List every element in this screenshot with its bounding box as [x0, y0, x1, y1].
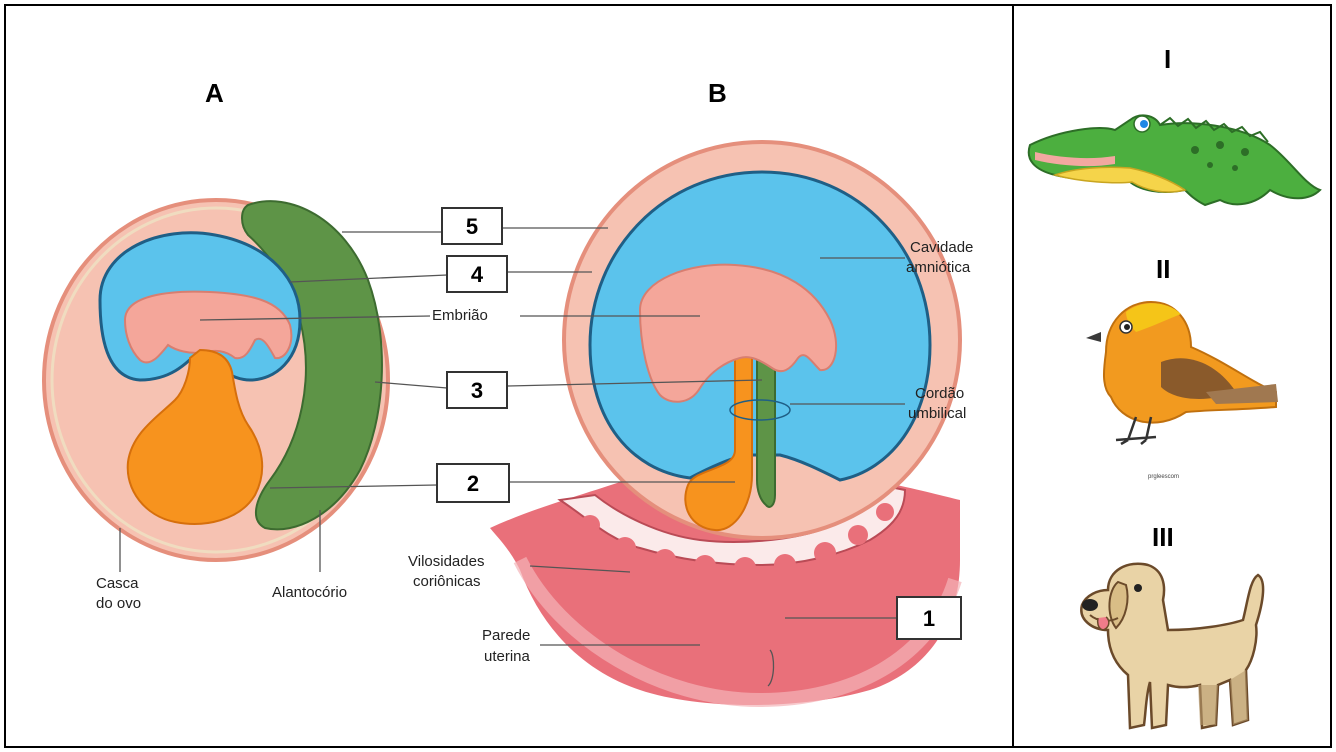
- label-egg-shell-1: Casca: [96, 575, 139, 592]
- label-umbilical-cord-1: Cordão: [915, 385, 964, 402]
- label-embryo: Embrião: [432, 307, 488, 324]
- crocodile-icon: [1020, 90, 1330, 220]
- number-box-5: 5: [442, 208, 502, 244]
- label-uterine-wall-2: uterina: [484, 648, 531, 665]
- number-box-2: 2: [437, 464, 509, 502]
- label-uterine-wall-1: Parede: [482, 627, 530, 644]
- dog-icon: [1068, 560, 1268, 745]
- label-chorionic-villi-2: coriônicas: [413, 573, 481, 590]
- label-umbilical-cord-2: umbilical: [908, 405, 966, 422]
- number-box-1: 1: [897, 597, 961, 639]
- uterus-diagram: [490, 142, 960, 705]
- label-amniotic-cavity-1: Cavidade: [910, 239, 973, 256]
- label-egg-shell-2: do ovo: [96, 595, 141, 612]
- number-2: 2: [467, 471, 479, 496]
- number-4: 4: [471, 262, 484, 287]
- animal-numeral-3: III: [1152, 522, 1174, 553]
- embryo-diagram: 5 4 3 2 1 Embrião Cavidade amniótica Cor…: [0, 0, 1012, 752]
- label-allantochorion: Alantocório: [272, 584, 347, 601]
- bird-icon: [1066, 292, 1286, 452]
- bird-image-caption: prgleescom: [1148, 474, 1179, 480]
- egg-diagram: [44, 200, 388, 560]
- animal-numeral-2: II: [1156, 254, 1170, 285]
- number-box-4: 4: [447, 256, 507, 292]
- label-chorionic-villi-1: Vilosidades: [408, 553, 484, 570]
- panel-divider: [1012, 4, 1014, 748]
- animal-numeral-1: I: [1164, 44, 1171, 75]
- number-box-3: 3: [447, 372, 507, 408]
- number-5: 5: [466, 214, 478, 239]
- label-amniotic-cavity-2: amniótica: [906, 259, 971, 276]
- number-3: 3: [471, 378, 483, 403]
- number-1: 1: [923, 606, 935, 631]
